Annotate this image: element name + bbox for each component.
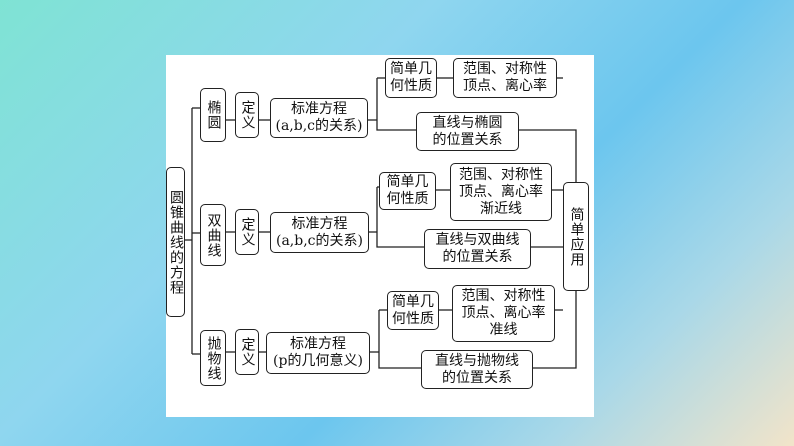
simple-application-box: 简单应用	[563, 182, 589, 291]
hyperbola-geometric-properties-box: 简单几 何性质	[379, 172, 436, 210]
hyperbola-definition-box: 定义	[235, 209, 259, 255]
hyperbola-box: 双曲线	[200, 204, 226, 266]
ellipse-line-relation-box: 直线与椭圆 的位置关系	[416, 112, 519, 151]
parabola-standard-equation-box: 标准方程 (p的几何意义)	[266, 332, 370, 374]
hyperbola-properties-list-box: 范围、对称性 顶点、离心率 渐近线	[450, 163, 552, 221]
parabola-definition-box: 定义	[235, 329, 259, 375]
ellipse-box: 椭圆	[200, 88, 226, 142]
ellipse-geometric-properties-box: 简单几 何性质	[385, 58, 437, 98]
ellipse-definition-box: 定义	[235, 92, 259, 138]
ellipse-standard-equation-box: 标准方程 (a,b,c的关系)	[270, 98, 368, 138]
ellipse-properties-list-box: 范围、对称性 顶点、离心率	[453, 58, 557, 98]
root-conic-equations-box: 圆锥曲线的方程	[166, 167, 185, 317]
parabola-properties-list-box: 范围、对称性 顶点、离心率 准线	[452, 285, 555, 342]
parabola-geometric-properties-box: 简单几 何性质	[387, 291, 439, 330]
parabola-box: 抛物线	[200, 330, 226, 386]
parabola-line-relation-box: 直线与抛物线 的位置关系	[421, 350, 533, 389]
hyperbola-line-relation-box: 直线与双曲线 的位置关系	[424, 229, 531, 269]
hyperbola-standard-equation-box: 标准方程 (a,b,c的关系)	[270, 212, 369, 253]
